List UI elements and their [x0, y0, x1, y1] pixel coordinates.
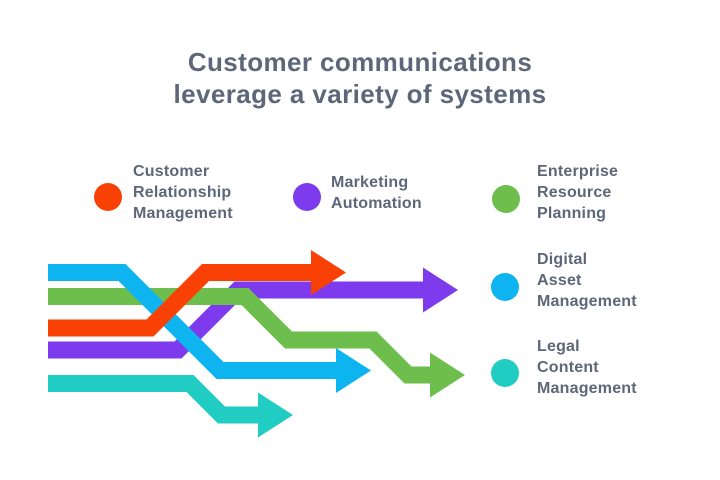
- page-title-line-1: Customer communications: [187, 47, 533, 77]
- erp-legend-label: Enterprise Resource Planning: [537, 163, 619, 222]
- marketing-automation-legend-label: Marketing Automation: [331, 174, 422, 212]
- crm-legend-label: Customer Relationship Management: [133, 163, 233, 222]
- marketing-automation-arrow-shaft: [48, 281, 423, 359]
- lcm-legend-dot: [491, 359, 519, 387]
- crm-arrow-head: [311, 250, 346, 295]
- erp-arrow-shaft: [48, 288, 430, 384]
- lcm-legend-label: Legal Content Management: [537, 338, 637, 397]
- marketing-automation-arrow: [48, 267, 458, 359]
- crm-legend-dot: [94, 183, 122, 211]
- dam-arrow-head: [336, 348, 371, 393]
- dam-arrow: [48, 264, 371, 393]
- crm-arrow: [48, 250, 346, 337]
- lcm-arrow-shaft: [48, 375, 258, 424]
- marketing-automation-arrow-head: [423, 267, 458, 313]
- dam-legend-dot: [491, 273, 519, 301]
- crm-arrow-shaft: [48, 264, 311, 337]
- page-title-line-2: leverage a variety of systems: [173, 79, 547, 109]
- erp-arrow-head: [430, 352, 465, 398]
- lcm-arrow: [48, 375, 293, 438]
- dam-legend-label: Digital Asset Management: [537, 251, 637, 310]
- marketing-automation-legend-dot: [293, 183, 321, 211]
- dam-arrow-shaft: [48, 264, 336, 379]
- erp-arrow: [48, 288, 465, 398]
- lcm-arrow-head: [258, 392, 293, 438]
- page-title: Customer communications leverage a varie…: [0, 46, 720, 110]
- erp-legend-dot: [492, 185, 520, 213]
